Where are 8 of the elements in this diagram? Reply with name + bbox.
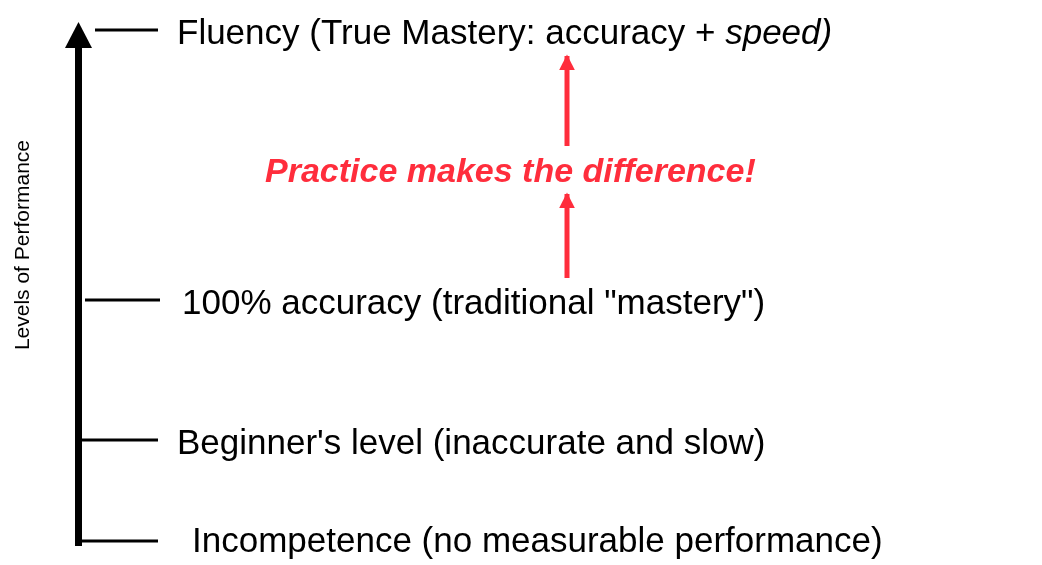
axis-label: Levels of Performance bbox=[10, 140, 34, 351]
level-text: Fluency (True Mastery: accuracy + speed) bbox=[177, 12, 833, 52]
level-text: Incompetence (no measurable performance) bbox=[192, 520, 883, 560]
level-text: Beginner's level (inaccurate and slow) bbox=[177, 422, 766, 462]
emphasis-text: Practice makes the difference! bbox=[265, 150, 756, 190]
arrow bbox=[559, 54, 575, 146]
arrow bbox=[559, 192, 575, 278]
level-text: 100% accuracy (traditional "mastery") bbox=[182, 282, 766, 322]
